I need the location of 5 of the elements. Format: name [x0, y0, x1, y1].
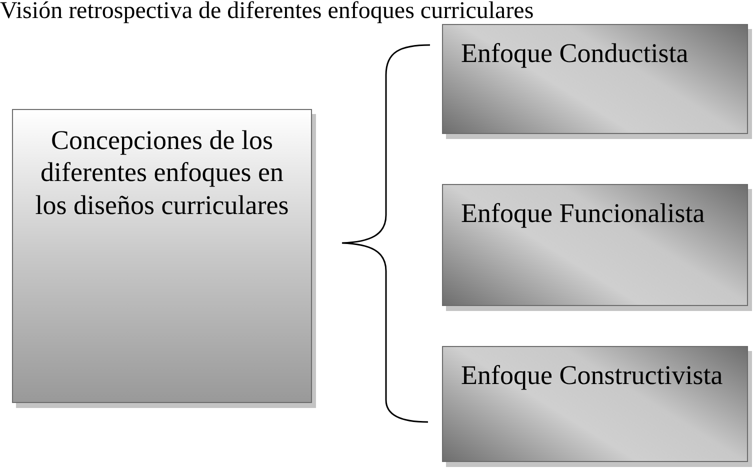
- box-text: Enfoque Constructivista: [461, 359, 724, 392]
- diagram-title: Visión retrospectiva de diferentes enfoques curriculares: [0, 0, 534, 25]
- box-text: Enfoque Funcionalista: [461, 197, 706, 230]
- box-text: Enfoque Conductista: [461, 37, 690, 70]
- box-text: Concepciones de los diferentes enfoques en los diseños curriculares: [34, 124, 290, 222]
